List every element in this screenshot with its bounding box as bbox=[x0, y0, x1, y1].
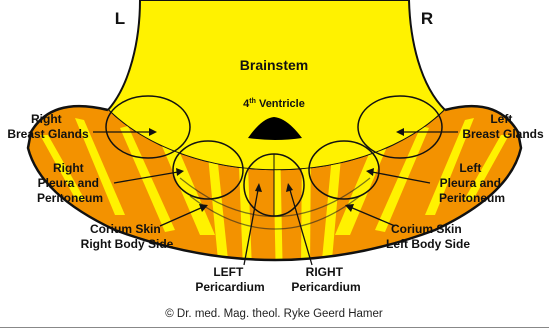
bottom-rule bbox=[0, 327, 549, 328]
right-pericardium-line2: Pericardium bbox=[291, 280, 360, 294]
right-pericardium-line1: RIGHT bbox=[306, 265, 344, 279]
left-pleura-line1: Left bbox=[459, 161, 481, 175]
right-breast-line1: Right bbox=[31, 112, 62, 126]
corium-right-line2: Right Body Side bbox=[81, 237, 174, 251]
brainstem-region bbox=[108, 0, 445, 170]
left-breast-line1: Left bbox=[490, 112, 512, 126]
right-breast-line2: Breast Glands bbox=[7, 127, 89, 141]
right-side-letter: R bbox=[421, 9, 433, 28]
right-pericardium-label: RIGHT Pericardium bbox=[291, 265, 360, 294]
left-breast-line2: Breast Glands bbox=[462, 127, 544, 141]
left-pleura-line3: Peritoneum bbox=[439, 191, 505, 205]
corium-left-label: Corium Skin Left Body Side bbox=[386, 222, 470, 251]
copyright-text: © Dr. med. Mag. theol. Ryke Geerd Hamer bbox=[165, 308, 383, 320]
left-pericardium-line2: Pericardium bbox=[195, 280, 264, 294]
corium-right-line1: Corium Skin bbox=[90, 222, 161, 236]
corium-left-line1: Corium Skin bbox=[391, 222, 462, 236]
fourth-ventricle-text: Ventricle bbox=[256, 98, 305, 110]
fourth-ventricle-sup: th bbox=[249, 98, 256, 105]
left-side-letter: L bbox=[115, 9, 125, 28]
corium-right-label: Corium Skin Right Body Side bbox=[81, 222, 174, 251]
right-pleura-line2: Pleura and bbox=[38, 176, 99, 190]
brainstem-label: Brainstem bbox=[240, 57, 308, 73]
left-pleura-line2: Pleura and bbox=[440, 176, 501, 190]
right-pleura-line3: Peritoneum bbox=[37, 191, 103, 205]
left-pericardium-line1: LEFT bbox=[213, 265, 244, 279]
right-pleura-line1: Right bbox=[53, 161, 84, 175]
left-pericardium-label: LEFT Pericardium bbox=[195, 265, 264, 294]
corium-left-line2: Left Body Side bbox=[386, 237, 470, 251]
